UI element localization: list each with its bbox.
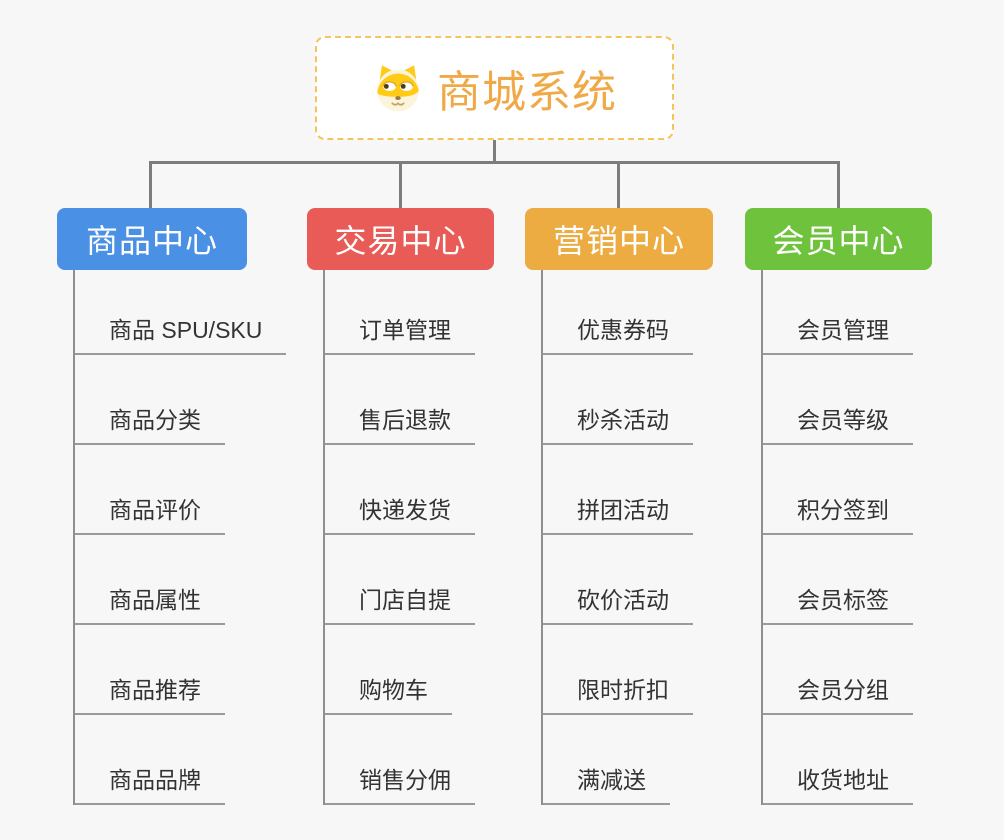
leaf-node[interactable]: 销售分佣 (325, 764, 475, 805)
leaf-node[interactable]: 会员分组 (763, 674, 913, 715)
branch-node-marketing[interactable]: 营销中心 (525, 208, 713, 270)
branch-children-member: 会员管理 会员等级 积分签到 会员标签 会员分组 收货地址 (761, 270, 932, 805)
root-title: 商城系统 (437, 68, 617, 117)
connector-stub-trade (399, 161, 402, 208)
leaf-node[interactable]: 商品推荐 (75, 674, 225, 715)
connector-stub-member (837, 161, 840, 208)
branch-node-product[interactable]: 商品中心 (57, 208, 247, 270)
leaf-node[interactable]: 门店自提 (325, 584, 475, 625)
leaf-node[interactable]: 商品属性 (75, 584, 225, 625)
leaf-node[interactable]: 商品品牌 (75, 764, 225, 805)
leaf-node[interactable]: 会员标签 (763, 584, 913, 625)
leaf-node[interactable]: 砍价活动 (543, 584, 693, 625)
branch-node-trade[interactable]: 交易中心 (307, 208, 494, 270)
connector-horizontal-bar (149, 161, 840, 164)
leaf-node[interactable]: 收货地址 (763, 764, 913, 805)
leaf-node[interactable]: 限时折扣 (543, 674, 693, 715)
branch-column-member: 会员中心 会员管理 会员等级 积分签到 会员标签 会员分组 收货地址 (745, 208, 932, 805)
leaf-node[interactable]: 快递发货 (325, 494, 475, 535)
branch-column-marketing: 营销中心 优惠券码 秒杀活动 拼团活动 砍价活动 限时折扣 满减送 (525, 208, 713, 805)
branch-children-trade: 订单管理 售后退款 快递发货 门店自提 购物车 销售分佣 (323, 270, 494, 805)
branch-node-member[interactable]: 会员中心 (745, 208, 932, 270)
leaf-node[interactable]: 售后退款 (325, 404, 475, 445)
leaf-node[interactable]: 优惠券码 (543, 314, 693, 355)
connector-root-stem (493, 140, 496, 164)
leaf-node[interactable]: 商品分类 (75, 404, 225, 445)
leaf-node[interactable]: 购物车 (325, 674, 452, 715)
shiba-dog-icon (377, 65, 419, 112)
branch-column-trade: 交易中心 订单管理 售后退款 快递发货 门店自提 购物车 销售分佣 (307, 208, 494, 805)
branch-children-marketing: 优惠券码 秒杀活动 拼团活动 砍价活动 限时折扣 满减送 (541, 270, 713, 805)
leaf-node[interactable]: 秒杀活动 (543, 404, 693, 445)
leaf-node[interactable]: 会员管理 (763, 314, 913, 355)
leaf-node[interactable]: 会员等级 (763, 404, 913, 445)
root-node[interactable]: 商城系统 (315, 36, 674, 140)
leaf-node[interactable]: 商品 SPU/SKU (75, 314, 287, 355)
leaf-node[interactable]: 商品评价 (75, 494, 225, 535)
branch-children-product: 商品 SPU/SKU 商品分类 商品评价 商品属性 商品推荐 商品品牌 (73, 270, 287, 805)
connector-stub-marketing (617, 161, 620, 208)
connector-stub-product (149, 161, 152, 208)
branch-column-product: 商品中心 商品 SPU/SKU 商品分类 商品评价 商品属性 商品推荐 商品品牌 (57, 208, 287, 805)
leaf-node[interactable]: 订单管理 (325, 314, 475, 355)
leaf-node[interactable]: 积分签到 (763, 494, 913, 535)
leaf-node[interactable]: 满减送 (543, 764, 670, 805)
leaf-node[interactable]: 拼团活动 (543, 494, 693, 535)
